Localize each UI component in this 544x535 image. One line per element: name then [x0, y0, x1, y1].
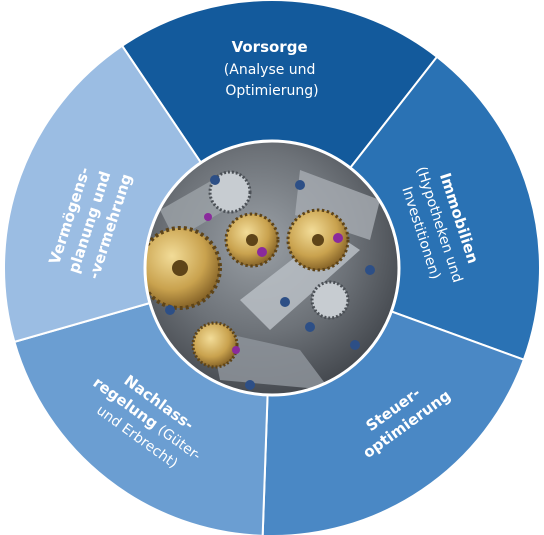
watch-movement-image: [145, 141, 399, 395]
gear-icon: [191, 321, 239, 369]
center-ring: [143, 139, 401, 397]
gear-icon: [145, 226, 222, 310]
label-vorsorge: Vorsorge (Analyse und Optimierung): [224, 38, 320, 99]
label-line: Vorsorge: [232, 38, 308, 56]
gear-icon: [224, 212, 280, 268]
label-line: Optimierung): [225, 83, 318, 99]
label-line: (Analyse und: [224, 62, 316, 78]
gear-icon: [286, 208, 350, 272]
